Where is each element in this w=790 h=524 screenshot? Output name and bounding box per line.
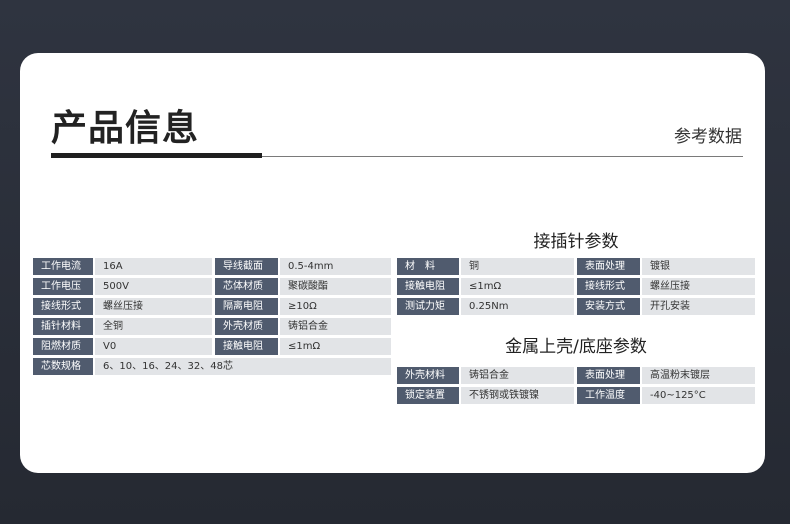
spec-value: 铸铝合金 — [280, 318, 391, 335]
spec-label: 芯体材质 — [215, 278, 278, 295]
spec-value: 螺丝压接 — [95, 298, 212, 315]
spec-label: 导线截面 — [215, 258, 278, 275]
spec-label: 锁定装置 — [397, 387, 459, 404]
table-row: 锁定装置 不锈钢或铁镀镍 工作温度 -40~125°C — [397, 387, 755, 404]
table-row: 工作电压 500V 芯体材质 聚碳酸酯 — [33, 278, 391, 295]
table-row: 测试力矩 0.25Nm 安装方式 开孔安装 — [397, 298, 755, 315]
spec-label: 外壳材料 — [397, 367, 459, 384]
spec-value: ≤1mΩ — [280, 338, 391, 355]
spec-label: 表面处理 — [577, 367, 640, 384]
spec-value: ≥10Ω — [280, 298, 391, 315]
spec-value: 16A — [95, 258, 212, 275]
spec-value: 全铜 — [95, 318, 212, 335]
spec-value: 铸铝合金 — [461, 367, 574, 384]
spec-value: 500V — [95, 278, 212, 295]
spec-label: 接线形式 — [577, 278, 640, 295]
shell-section-title: 金属上壳/底座参数 — [505, 337, 647, 357]
spec-value: 0.5-4mm — [280, 258, 391, 275]
shell-spec-table: 外壳材料 铸铝合金 表面处理 高温粉末镀层 锁定装置 不锈钢或铁镀镍 工作温度 … — [397, 367, 755, 407]
table-row: 阻燃材质 V0 接触电阻 ≤1mΩ — [33, 338, 391, 355]
spec-label: 材 料 — [397, 258, 459, 275]
table-row: 工作电流 16A 导线截面 0.5-4mm — [33, 258, 391, 275]
header-divider — [51, 156, 743, 157]
spec-value: 不锈钢或铁镀镍 — [461, 387, 574, 404]
spec-label: 工作电流 — [33, 258, 93, 275]
spec-value: 镀银 — [642, 258, 755, 275]
spec-value: 0.25Nm — [461, 298, 574, 315]
spec-label: 接线形式 — [33, 298, 93, 315]
spec-label: 工作电压 — [33, 278, 93, 295]
table-row: 外壳材料 铸铝合金 表面处理 高温粉末镀层 — [397, 367, 755, 384]
table-row: 接线形式 螺丝压接 隔离电阻 ≥10Ω — [33, 298, 391, 315]
table-row: 接触电阻 ≤1mΩ 接线形式 螺丝压接 — [397, 278, 755, 295]
spec-label: 插针材料 — [33, 318, 93, 335]
spec-value: 铜 — [461, 258, 574, 275]
spec-value: -40~125°C — [642, 387, 755, 404]
pin-spec-table: 材 料 铜 表面处理 镀银 接触电阻 ≤1mΩ 接线形式 螺丝压接 测试力矩 0… — [397, 258, 755, 318]
table-row: 芯数规格 6、10、16、24、32、48芯 — [33, 358, 391, 375]
table-row: 插针材料 全铜 外壳材质 铸铝合金 — [33, 318, 391, 335]
spec-value: ≤1mΩ — [461, 278, 574, 295]
spec-value: 高温粉末镀层 — [642, 367, 755, 384]
spec-label: 安装方式 — [577, 298, 640, 315]
pin-section-title: 接插针参数 — [533, 232, 619, 252]
page-subtitle: 参考数据 — [674, 127, 742, 147]
spec-label: 接触电阻 — [215, 338, 278, 355]
spec-label: 隔离电阻 — [215, 298, 278, 315]
table-row: 材 料 铜 表面处理 镀银 — [397, 258, 755, 275]
spec-value: 6、10、16、24、32、48芯 — [95, 358, 391, 375]
spec-label: 接触电阻 — [397, 278, 459, 295]
spec-label: 工作温度 — [577, 387, 640, 404]
spec-value: 聚碳酸酯 — [280, 278, 391, 295]
spec-value: 螺丝压接 — [642, 278, 755, 295]
spec-label: 表面处理 — [577, 258, 640, 275]
spec-label: 芯数规格 — [33, 358, 93, 375]
spec-value: 开孔安装 — [642, 298, 755, 315]
spec-label: 外壳材质 — [215, 318, 278, 335]
spec-label: 阻燃材质 — [33, 338, 93, 355]
page-title: 产品信息 — [51, 108, 200, 149]
spec-value: V0 — [95, 338, 212, 355]
spec-label: 测试力矩 — [397, 298, 459, 315]
header-accent-bar — [51, 153, 262, 158]
spec-table-left: 工作电流 16A 导线截面 0.5-4mm 工作电压 500V 芯体材质 聚碳酸… — [33, 258, 391, 378]
